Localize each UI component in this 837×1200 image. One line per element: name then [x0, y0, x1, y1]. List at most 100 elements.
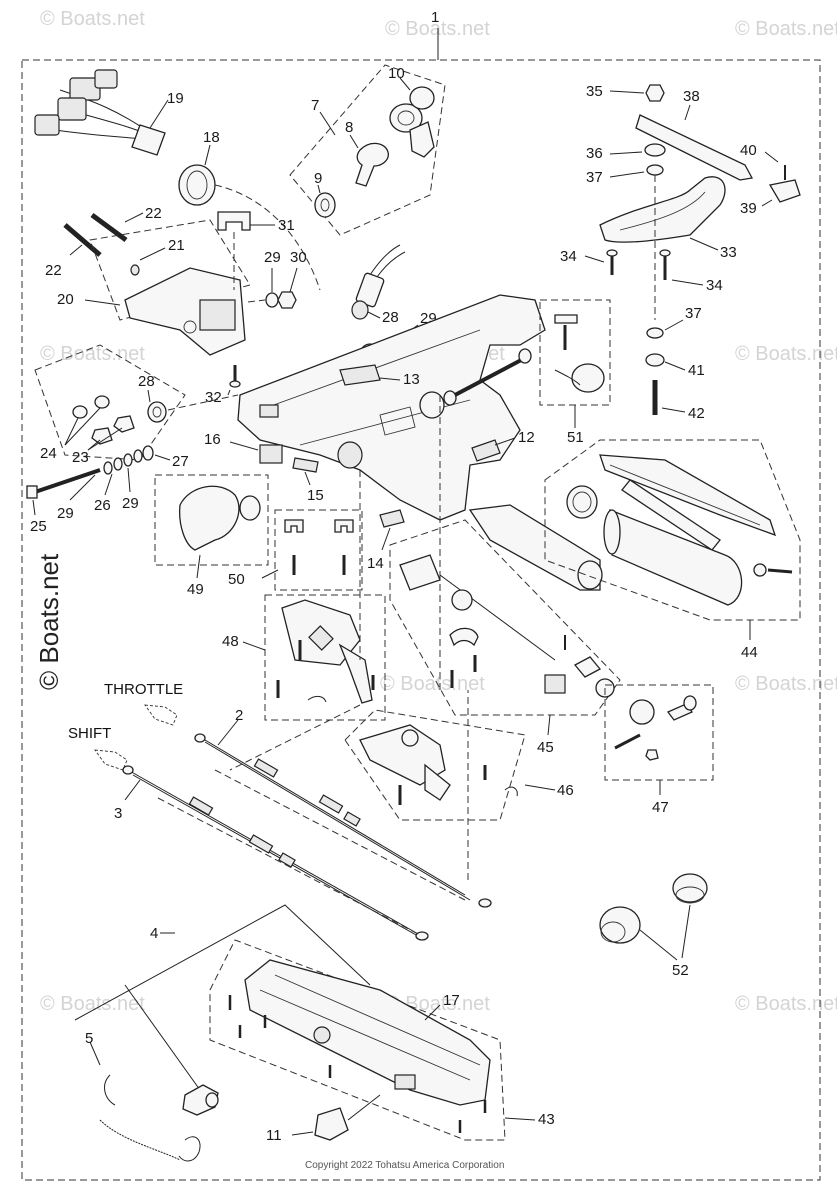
studs-22: 22 22	[45, 205, 162, 279]
callout-37b: 37	[685, 305, 702, 322]
callout-44: 44	[741, 644, 758, 661]
lower-cover-17: 17 43 11	[209, 939, 555, 1144]
callout-40: 40	[740, 142, 757, 159]
shift-label: SHIFT	[68, 725, 111, 742]
callout-7: 7	[311, 97, 319, 114]
callout-22b: 22	[145, 205, 162, 222]
callout-45: 45	[537, 739, 554, 756]
decal-15: 15	[292, 457, 324, 504]
callout-34b: 34	[706, 277, 723, 294]
friction-plate-parts: 35 38 36 37 33 34 34 37 41 42 40	[560, 83, 801, 422]
callout-38: 38	[683, 88, 700, 105]
callout-47: 47	[652, 799, 669, 816]
washer-nut-29-30: 29 30	[247, 249, 307, 309]
group-47: 47	[604, 684, 714, 816]
callout-3: 3	[114, 805, 122, 822]
left-fasteners: 24 23 28 27 26 29 29 25	[26, 344, 239, 535]
group-47-outline	[604, 684, 714, 781]
watermark-text: © Boats.net	[735, 343, 837, 365]
callout-4: 4	[150, 925, 158, 942]
callout-19: 19	[167, 90, 184, 107]
callout-51: 51	[567, 429, 584, 446]
callout-29a: 29	[264, 249, 281, 266]
group-48: 48	[222, 594, 386, 721]
callout-27: 27	[172, 453, 189, 470]
callout-2: 2	[235, 707, 243, 724]
copyright-text: Copyright 2022 Tohatsu America Corporati…	[305, 1160, 504, 1171]
callout-29d: 29	[57, 505, 74, 522]
decal-16: 16	[204, 431, 283, 464]
callout-18: 18	[203, 129, 220, 146]
callout-17: 17	[443, 992, 460, 1009]
callout-24: 24	[40, 445, 57, 462]
throttle-label: THROTTLE	[104, 681, 183, 698]
callout-28b: 28	[138, 373, 155, 390]
callout-46: 46	[557, 782, 574, 799]
callout-41: 41	[688, 362, 705, 379]
knobs-52: 52	[599, 873, 708, 979]
assembly-border	[21, 59, 821, 1181]
callout-14: 14	[367, 555, 384, 572]
callout-12: 12	[518, 429, 535, 446]
group-48-outline	[264, 594, 386, 721]
callout-28a: 28	[382, 309, 399, 326]
group-20-outline	[89, 219, 251, 321]
callout-30: 30	[290, 249, 307, 266]
callout-31: 31	[278, 217, 295, 234]
group-50: 50	[228, 509, 363, 591]
decal-13: 13	[339, 364, 420, 388]
group-7-outline	[289, 64, 446, 236]
callout-37a: 37	[586, 169, 603, 186]
group-45: 45	[389, 519, 621, 756]
shift-cable-3: 3	[114, 765, 429, 941]
assembly-outline: 1	[21, 9, 821, 1181]
callout-1: 1	[431, 9, 439, 26]
grip-49: 49	[154, 474, 269, 598]
callout-35: 35	[586, 83, 603, 100]
callout-8: 8	[345, 119, 353, 136]
callout-11: 11	[266, 1127, 282, 1144]
cable-connectors: THROTTLE SHIFT	[68, 681, 183, 771]
grommet-18: 18	[178, 129, 321, 291]
group-43-outline	[209, 939, 506, 1141]
group-51-outline	[539, 299, 611, 406]
tiller-handle-body	[237, 294, 603, 591]
callout-13: 13	[403, 371, 420, 388]
callout-42: 42	[688, 405, 705, 422]
callout-9: 9	[314, 170, 322, 187]
callout-22a: 22	[45, 262, 62, 279]
watermark-text: © Boats.net	[40, 343, 145, 365]
key-switch-group-7: 7 8 9 10	[289, 64, 446, 236]
group-23-24-outline	[34, 344, 186, 461]
watermark-text: © Boats.net	[40, 8, 145, 30]
callout-33: 33	[720, 244, 737, 261]
callout-15: 15	[307, 487, 324, 504]
group-44-outline	[544, 439, 801, 621]
watermark-text: © Boats.net	[735, 18, 837, 40]
decal-12: 12	[471, 429, 535, 462]
callout-25: 25	[30, 518, 47, 535]
reference-lines	[157, 395, 469, 936]
group-45-outline	[389, 519, 621, 716]
group-49-outline	[154, 474, 269, 566]
callout-49: 49	[187, 581, 204, 598]
throttle-cable-2: 2	[194, 707, 492, 908]
bracket-20: 21 20	[57, 219, 251, 356]
group-46: 46	[344, 709, 574, 821]
callout-32: 32	[205, 389, 222, 406]
group-51: 51	[539, 299, 611, 446]
callout-20: 20	[57, 291, 74, 308]
callout-16: 16	[204, 431, 221, 448]
callout-29c: 29	[122, 495, 139, 512]
callout-43: 43	[538, 1111, 555, 1128]
callout-34a: 34	[560, 248, 577, 265]
bolt-long	[419, 348, 532, 419]
callout-39: 39	[740, 200, 757, 217]
group-44: 44	[544, 439, 801, 661]
callout-23: 23	[72, 449, 89, 466]
watermark-text: © Boats.net	[735, 993, 837, 1015]
group-46-outline	[344, 709, 526, 821]
clip-31: 31	[217, 211, 295, 290]
